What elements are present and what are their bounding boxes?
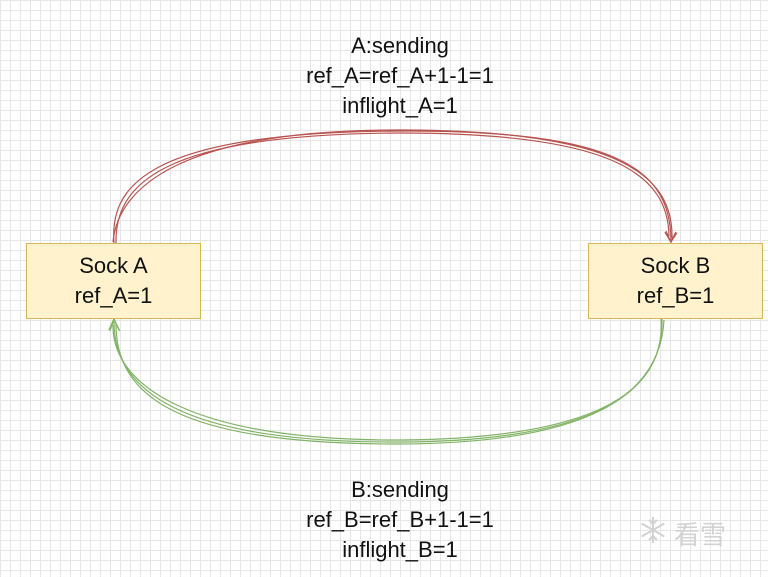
edge-a-label-line: inflight_A=1	[342, 93, 458, 118]
edge-b-label-line: inflight_B=1	[342, 537, 458, 562]
watermark: 看雪	[638, 515, 726, 552]
edge-a-label-line: A:sending	[351, 33, 449, 58]
edge-b-label: B:sending ref_B=ref_B+1-1=1 inflight_B=1	[270, 475, 530, 565]
edge-b-label-line: B:sending	[351, 477, 449, 502]
sock-b-node[interactable]: Sock B ref_B=1	[588, 243, 763, 319]
snowflake-icon	[638, 515, 668, 552]
edge-a-label-line: ref_A=ref_A+1-1=1	[306, 63, 494, 88]
sock-a-title: Sock A	[79, 253, 148, 278]
sock-b-ref: ref_B=1	[636, 283, 715, 308]
edge-a-to-b	[112, 129, 678, 244]
edge-b-label-line: ref_B=ref_B+1-1=1	[306, 507, 494, 532]
sock-b-title: Sock B	[640, 253, 711, 278]
edge-a-label: A:sending ref_A=ref_A+1-1=1 inflight_A=1	[270, 31, 530, 121]
edge-b-to-a	[108, 317, 665, 445]
sock-a-ref: ref_A=1	[74, 283, 153, 308]
watermark-text: 看雪	[674, 521, 727, 551]
sock-a-node[interactable]: Sock A ref_A=1	[26, 243, 201, 319]
